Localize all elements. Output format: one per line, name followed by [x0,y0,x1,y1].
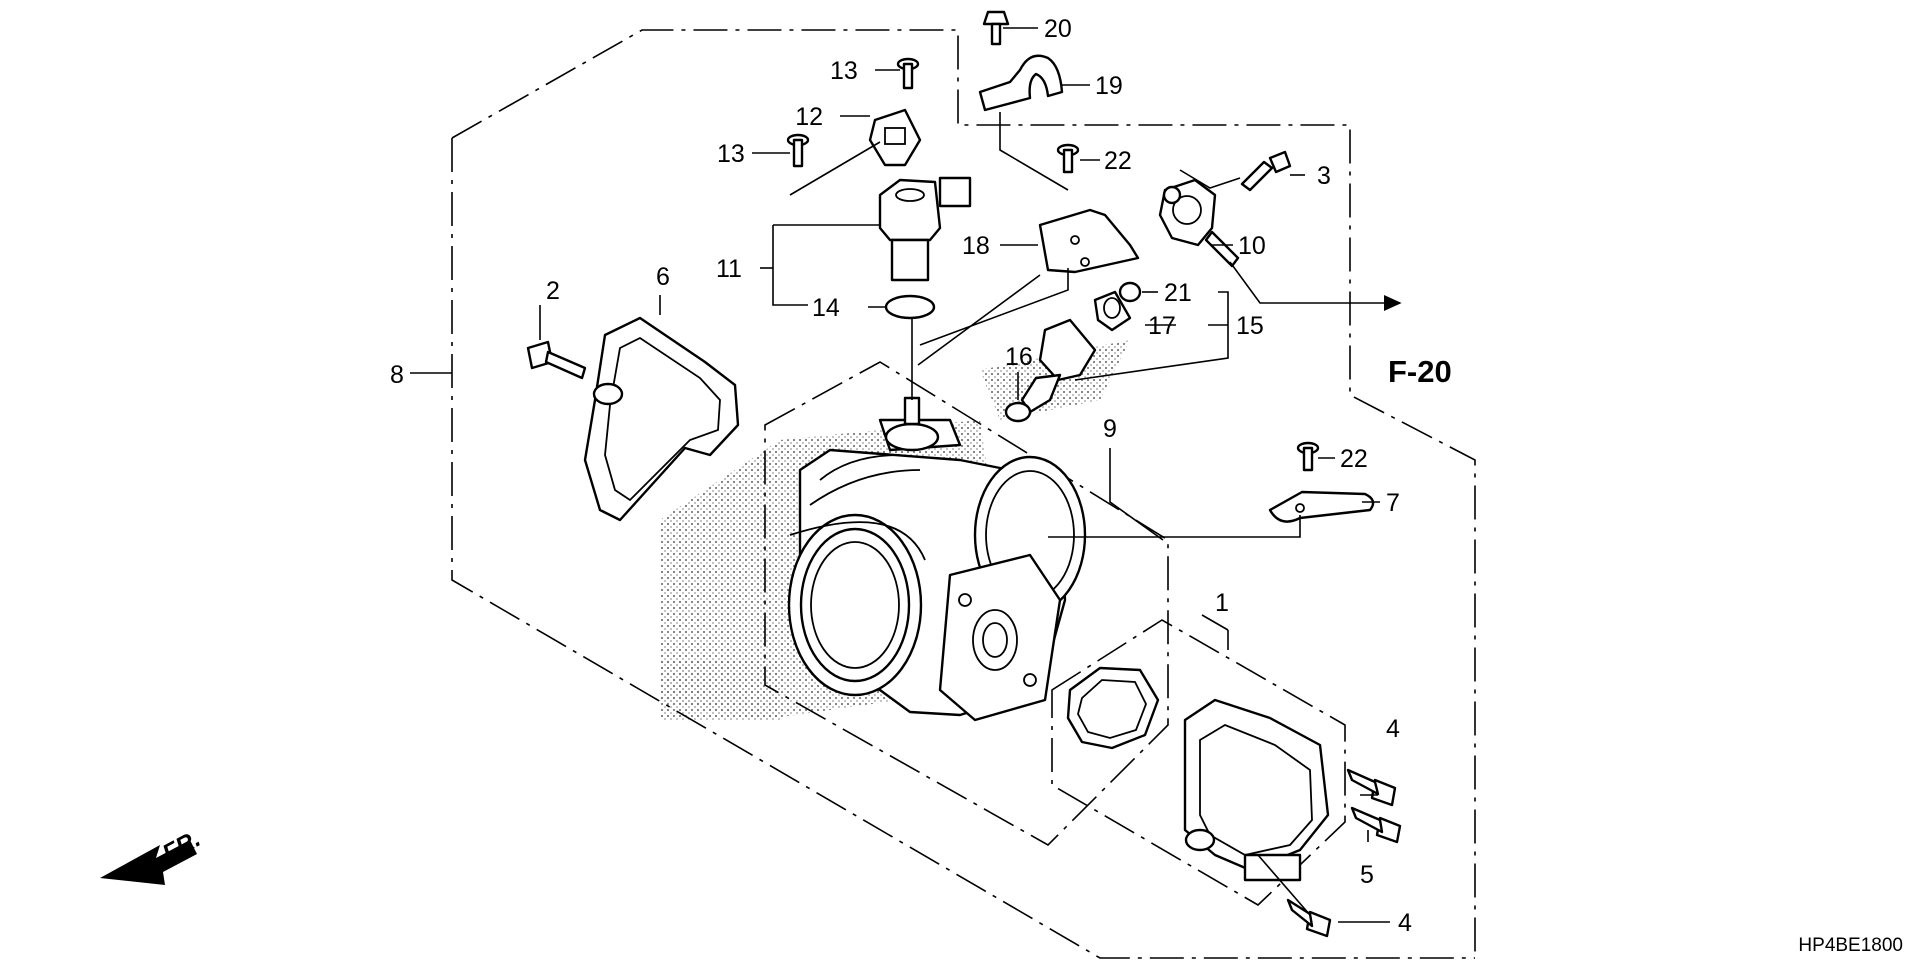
bracket-7 [1268,490,1375,523]
callout-9: 9 [1103,415,1117,443]
screw-13-upper [896,57,920,90]
callout-3: 3 [1317,162,1331,190]
callout-21: 21 [1164,279,1192,307]
bolt-4-lower [1286,898,1332,938]
callout-2: 2 [546,277,560,305]
joint-10 [1158,178,1240,268]
bolt-2 [526,340,587,380]
bolt-22-lower [1296,441,1320,472]
callout-7: 7 [1386,489,1400,517]
callout-5: 5 [1360,861,1374,889]
callout-16: 16 [1005,343,1033,371]
screw-13-lower [786,133,810,168]
leader-lines [410,27,1402,923]
bolt-3 [1240,150,1292,192]
assembly-outline-9 [764,361,1169,846]
seal-21 [1118,281,1142,303]
reference-code: F-20 [1388,354,1452,389]
cover-6 [583,316,740,522]
callout-4-lower: 4 [1398,909,1412,937]
o-ring-14 [884,294,936,320]
callout-15: 15 [1236,312,1264,340]
callout-11: 11 [716,255,742,283]
callout-13-upper: 13 [830,57,858,85]
fitting-16 [1004,318,1097,423]
callout-labels: 1 2 3 4 4 5 6 7 8 9 10 11 12 13 13 14 15… [390,15,1412,937]
callout-17: 17 [1148,312,1176,340]
callout-20: 20 [1044,15,1072,43]
callout-4-upper: 4 [1386,715,1400,743]
callout-8: 8 [390,361,404,389]
bolt-5 [1350,806,1402,844]
callout-12: 12 [795,103,823,131]
clamp-19 [978,54,1064,112]
callout-22-upper: 22 [1104,147,1132,175]
diagram-code: HP4BE1800 [1798,935,1903,956]
sensor-unit-1 [1183,698,1330,882]
plate-12 [868,108,922,167]
callout-1: 1 [1215,589,1229,617]
callout-13-lower: 13 [717,140,745,168]
front-direction-indicator: FR. [100,825,205,885]
bracket-18 [1038,208,1140,274]
callout-22-lower: 22 [1340,445,1368,473]
bolt-22-upper [1056,143,1080,174]
callout-18: 18 [962,232,990,260]
assembly-outline-1 [1051,619,1346,906]
gasket [1066,666,1160,750]
bolt-4-upper [1346,768,1397,807]
front-arrow-icon [100,840,197,885]
callout-10: 10 [1238,232,1266,260]
bolt-20 [982,10,1010,46]
sensor-11 [878,176,972,282]
throttle-body [787,396,1087,722]
assembly-outline-8 [451,29,1476,959]
callout-6: 6 [656,263,670,291]
seal-17 [1093,290,1132,332]
callout-19: 19 [1095,72,1123,100]
callout-14: 14 [812,294,840,322]
